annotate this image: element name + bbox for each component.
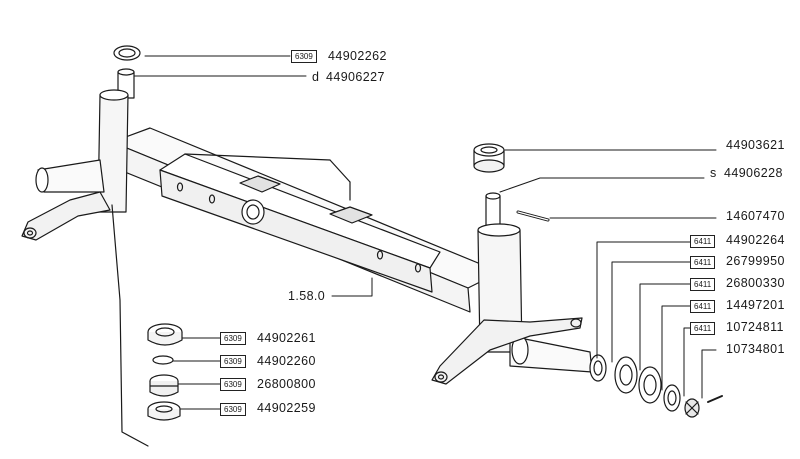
- ref-box: 6309: [220, 378, 246, 391]
- part-number: 44902261: [257, 331, 316, 345]
- part-number: 14607470: [726, 209, 785, 223]
- part-number: 44902264: [726, 233, 785, 247]
- ref-box: 6411: [690, 256, 716, 269]
- part-number: 26800800: [257, 377, 316, 391]
- ref-box: 6411: [690, 322, 716, 335]
- axle-beam: [111, 127, 501, 313]
- left-steering-knuckle: [21, 68, 135, 241]
- part-number: 44903621: [726, 138, 785, 152]
- part-number: 26799950: [726, 254, 785, 268]
- ref-box: 6411: [690, 235, 716, 248]
- part-code: d: [312, 70, 320, 84]
- part-number: 10724811: [726, 320, 784, 334]
- part-number: 44906227: [326, 70, 385, 84]
- ref-box: 6309: [291, 50, 317, 63]
- leader-lines: [133, 55, 717, 410]
- hub-parts: [589, 354, 723, 418]
- part-number: 26800330: [726, 276, 785, 290]
- part-code: s: [710, 166, 717, 180]
- part-number: 14497201: [726, 298, 785, 312]
- ref-box: 6309: [220, 403, 246, 416]
- leader-left-bushing: [111, 204, 149, 447]
- bushing-stack: [147, 323, 183, 421]
- ref-box: 6309: [220, 332, 246, 345]
- part-number: 44906228: [724, 166, 783, 180]
- bushing-cup: [473, 143, 505, 173]
- upper-seal-ring: [113, 45, 141, 61]
- ref-box: 6411: [690, 300, 716, 313]
- assembly-label: 1.58.0: [288, 289, 326, 303]
- ref-box: 6411: [690, 278, 716, 291]
- ref-box: 6309: [220, 355, 246, 368]
- part-number: 44902260: [257, 354, 316, 368]
- part-number: 44902262: [328, 49, 387, 63]
- part-number: 44902259: [257, 401, 316, 415]
- lock-pin: [516, 210, 550, 222]
- right-steering-knuckle: [431, 192, 593, 385]
- part-number: 10734801: [726, 342, 785, 356]
